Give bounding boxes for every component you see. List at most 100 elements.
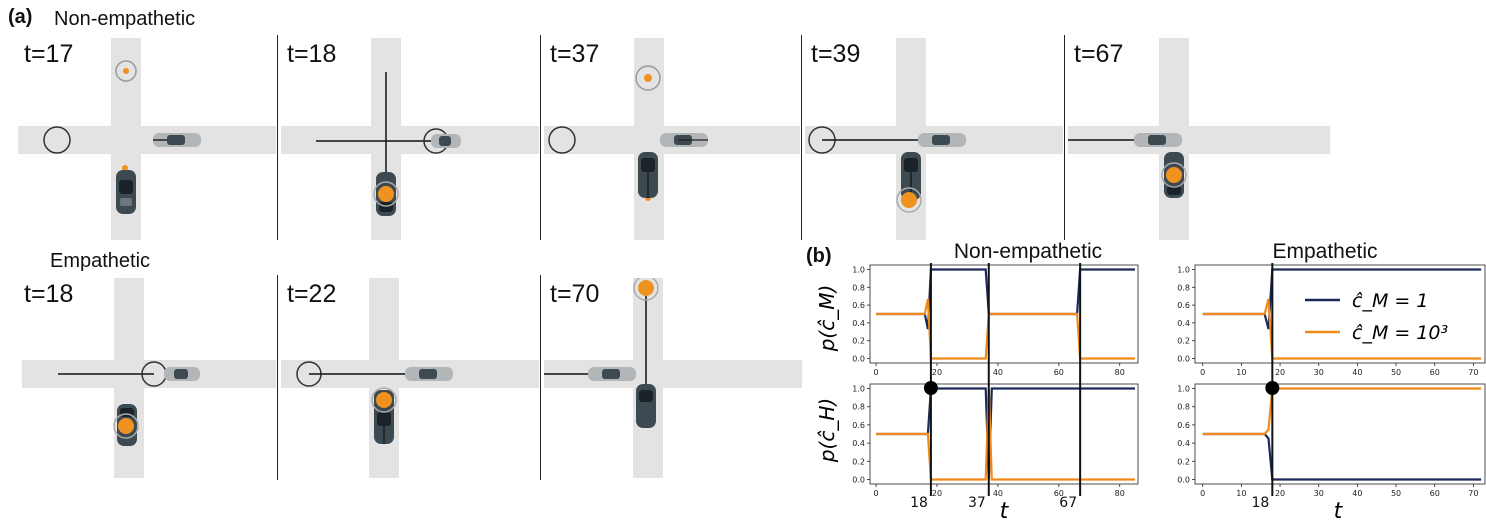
- y-tick-label: 0.4: [1177, 319, 1190, 328]
- car-vertical: [116, 170, 136, 214]
- event-marker-label: 18: [1252, 495, 1270, 511]
- agent-dot: [638, 280, 654, 296]
- road-horizontal: [18, 126, 276, 154]
- y-tick-label: 0.0: [1177, 355, 1190, 364]
- scene-row1-1: t=17: [18, 38, 276, 240]
- scene-overlay: [43, 60, 137, 193]
- y-tick-label: 0.2: [1177, 337, 1190, 346]
- event-marker-label: 67: [1059, 495, 1077, 511]
- scene-row1-2: t=18: [281, 38, 539, 240]
- x-tick-label: 80: [1115, 489, 1125, 498]
- road-horizontal: [281, 126, 539, 154]
- row-title-empathetic: Empathetic: [50, 250, 151, 272]
- series-line: [876, 388, 1135, 481]
- x-tick-label: 10: [1236, 368, 1246, 377]
- y-axis-label-top: p(ĉ_M): [815, 285, 839, 353]
- scene-separator: [277, 35, 278, 240]
- agent-dot: [376, 392, 392, 408]
- agent-dot: [118, 418, 134, 434]
- agent-dot: [1166, 167, 1182, 183]
- event-marker-label: 18: [910, 495, 928, 511]
- x-tick-label: 40: [1352, 489, 1362, 498]
- scene-time-label: t=67: [1074, 40, 1124, 68]
- y-tick-label: 0.2: [852, 457, 865, 466]
- x-tick-label: 20: [1275, 368, 1285, 377]
- road-vertical: [369, 278, 399, 478]
- car-horizontal: [431, 134, 461, 148]
- x-axis-label: t: [1334, 499, 1344, 524]
- x-tick-label: 80: [1115, 368, 1125, 377]
- scene-separator: [540, 275, 541, 480]
- road-vertical: [633, 278, 663, 478]
- x-tick-label: 20: [932, 368, 942, 377]
- x-tick-label: 70: [1468, 489, 1478, 498]
- series-line: [1202, 432, 1482, 481]
- human-goal-circle: [633, 278, 659, 301]
- y-tick-label: 1.0: [852, 265, 865, 274]
- agent-overlay: [371, 387, 397, 413]
- car-vertical: [638, 152, 658, 198]
- agent-overlay: [113, 413, 139, 439]
- x-tick-label: 0: [1200, 489, 1205, 498]
- human-goal-dot: [123, 68, 129, 74]
- agent-overlay: [1161, 162, 1187, 188]
- car-horizontal: [164, 367, 200, 381]
- series-line: [876, 298, 1135, 360]
- x-tick-label: 30: [1314, 368, 1324, 377]
- car-horizontal: [1134, 133, 1182, 147]
- human-goal-circle: [113, 413, 139, 439]
- y-tick-label: 0.8: [1177, 283, 1190, 292]
- scene-separator: [277, 275, 278, 480]
- y-axis-label-bottom: p(ĉ_H): [815, 398, 839, 463]
- scene-overlay: [544, 288, 647, 390]
- chart-column-title: Non-empathetic: [953, 240, 1103, 263]
- x-tick-label: 60: [1054, 368, 1064, 377]
- agent-overlay: [633, 278, 659, 301]
- scene-row1-3: t=37: [544, 38, 800, 240]
- chart-column-title: Empathetic: [1272, 240, 1378, 263]
- legend: ĉ_M = 1 ĉ_M = 10³: [1305, 290, 1448, 344]
- scene-row2-2: t=22: [281, 278, 539, 478]
- scene-separator: [801, 35, 802, 240]
- human-goal-dot: [644, 74, 652, 82]
- scene-separator: [540, 35, 541, 240]
- panel-b-label: (b): [806, 245, 832, 267]
- human-goal-circle: [371, 387, 397, 413]
- y-tick-label: 0.0: [1177, 475, 1190, 484]
- series-line: [1202, 298, 1482, 360]
- car-goal-circle: [43, 126, 71, 154]
- panel-a-label: (a): [8, 6, 33, 28]
- x-tick-label: 20: [932, 489, 942, 498]
- agent-overlay: [896, 187, 922, 213]
- scene-overlay: [296, 361, 411, 387]
- scene-time-label: t=37: [550, 40, 600, 68]
- plot-frame: [869, 383, 1139, 485]
- x-tick-label: 30: [1314, 489, 1324, 498]
- human-goal-circle: [373, 181, 399, 207]
- scene-overlay: [1068, 139, 1138, 141]
- x-tick-label: 60: [1430, 489, 1440, 498]
- human-goal-circle: [115, 60, 137, 82]
- scene-row1-5: t=67: [1068, 38, 1330, 240]
- agent-dot: [378, 186, 394, 202]
- car-horizontal: [918, 133, 966, 147]
- car-horizontal: [660, 133, 708, 147]
- car-goal-circle: [548, 126, 576, 154]
- event-dot: [1265, 381, 1280, 395]
- series-line: [1202, 268, 1482, 330]
- y-tick-label: 0.0: [852, 475, 865, 484]
- scene-row1-4: t=39: [805, 38, 1063, 240]
- agent-dot: [901, 192, 917, 208]
- y-tick-label: 0.4: [1177, 439, 1190, 448]
- scene-time-label: t=22: [287, 280, 337, 308]
- scene-row2-1: t=18: [18, 278, 276, 478]
- plot-frame: [1194, 383, 1486, 485]
- x-tick-label: 40: [993, 489, 1003, 498]
- y-tick-label: 1.0: [852, 385, 865, 394]
- human-goal-circle: [896, 187, 922, 213]
- human-goal-circle: [1161, 162, 1187, 188]
- x-tick-label: 40: [993, 368, 1003, 377]
- scene-time-label: t=18: [287, 40, 337, 68]
- y-tick-label: 0.2: [852, 337, 865, 346]
- x-tick-label: 40: [1352, 368, 1362, 377]
